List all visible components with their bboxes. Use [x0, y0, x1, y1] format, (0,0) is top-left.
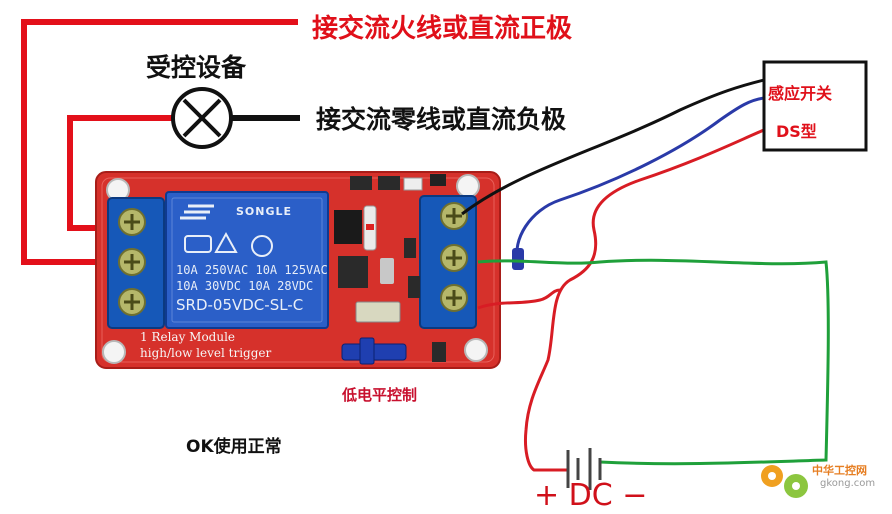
- black-wire-sensor: [461, 78, 765, 216]
- red-wire-sensor: [524, 128, 765, 472]
- relay-rating-1: 10A 250VAC 10A 125VAC: [176, 263, 328, 277]
- load-device-label: 受控设备: [146, 53, 247, 82]
- neutral-line-label: 接交流零线或直流负极: [316, 105, 567, 134]
- battery-symbol: [566, 448, 602, 490]
- board-line-1: 1 Relay Module: [140, 330, 236, 344]
- sensor-switch-label: 感应开关: [768, 84, 833, 103]
- watermark-site: 中华工控网: [812, 464, 867, 477]
- blue-wire-sensor: [515, 96, 765, 263]
- sensor-box: [762, 60, 868, 152]
- green-wire: [477, 258, 830, 466]
- gear-logo-icon: [761, 465, 808, 498]
- relay-rating-2: 10A 30VDC 10A 28VDC: [176, 279, 314, 293]
- status-label: OK使用正常: [186, 437, 282, 457]
- dc-supply-label: + DC −: [534, 478, 648, 513]
- red-wire-live: [21, 19, 298, 265]
- relay-module: [95, 171, 501, 369]
- red-wire-relay: [477, 288, 561, 310]
- relay-model: SRD-05VDC-SL-C: [176, 296, 304, 314]
- board-line-2: high/low level trigger: [140, 346, 272, 360]
- red-wire-load: [67, 115, 172, 231]
- live-line-label: 接交流火线或直流正极: [312, 14, 573, 44]
- load-lamp-icon: [171, 87, 233, 149]
- relay-brand: SONGLE: [236, 205, 293, 218]
- watermark-domain: gkong.com: [820, 478, 876, 489]
- low-level-control-label: 低电平控制: [342, 386, 418, 404]
- sensor-type-label: DS型: [776, 122, 817, 141]
